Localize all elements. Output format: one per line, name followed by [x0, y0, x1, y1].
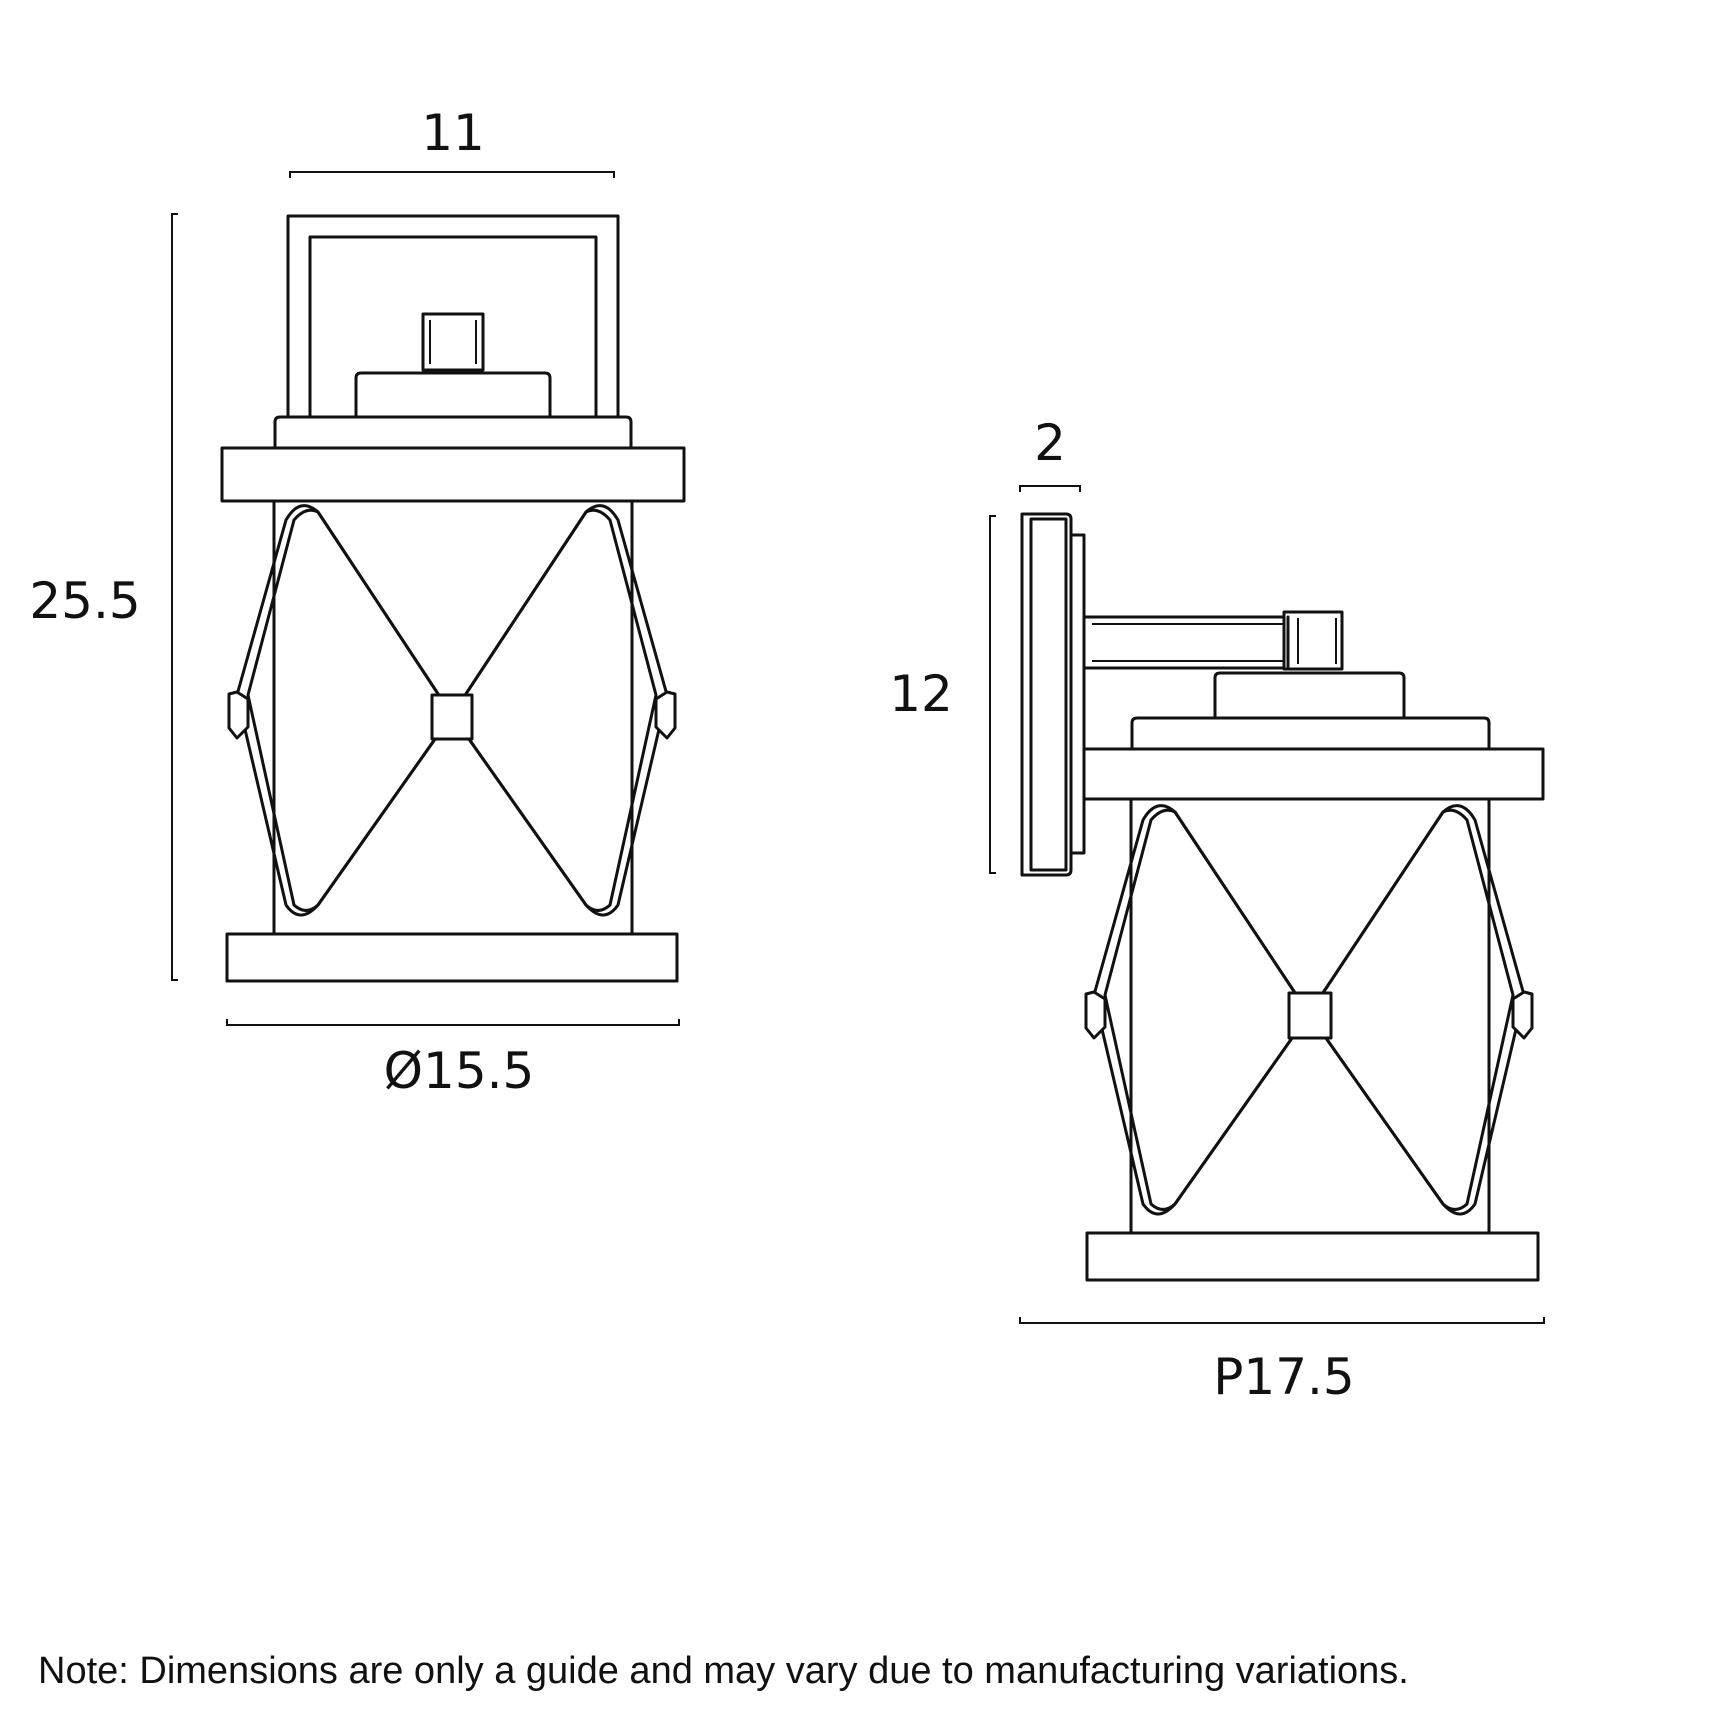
side-view-backplate	[1020, 512, 1086, 877]
front-view-wire-cage	[227, 504, 677, 917]
width-dimension-line	[289, 171, 615, 178]
backplate-height-dimension-line	[989, 515, 996, 874]
top-width-label: 11	[421, 104, 485, 162]
side-view-base	[1085, 1231, 1540, 1282]
front-view-dimensions	[171, 171, 680, 1026]
backplate-depth-label: 2	[1034, 414, 1066, 472]
dimensions-note: Note: Dimensions are only a guide and ma…	[38, 1650, 1409, 1692]
side-view-wire-cage	[1084, 804, 1534, 1216]
backplate-height-label: 12	[889, 665, 953, 723]
height-label: 25.5	[29, 572, 140, 630]
front-view	[220, 214, 686, 983]
side-view-top-cap	[1082, 671, 1545, 801]
front-view-top-bracket	[273, 214, 633, 450]
projection-label: P17.5	[1213, 1348, 1354, 1406]
projection-dimension-line	[1019, 1317, 1545, 1324]
diameter-dimension-line	[226, 1019, 680, 1026]
side-view-arm	[1082, 610, 1344, 671]
diameter-label: Ø15.5	[384, 1042, 535, 1100]
front-view-base	[225, 932, 679, 983]
backplate-depth-dimension-line	[1019, 485, 1081, 492]
front-view-top-cap	[220, 446, 686, 503]
side-view	[1020, 512, 1545, 1282]
height-dimension-line	[171, 213, 178, 981]
side-view-dimensions	[989, 485, 1545, 1324]
